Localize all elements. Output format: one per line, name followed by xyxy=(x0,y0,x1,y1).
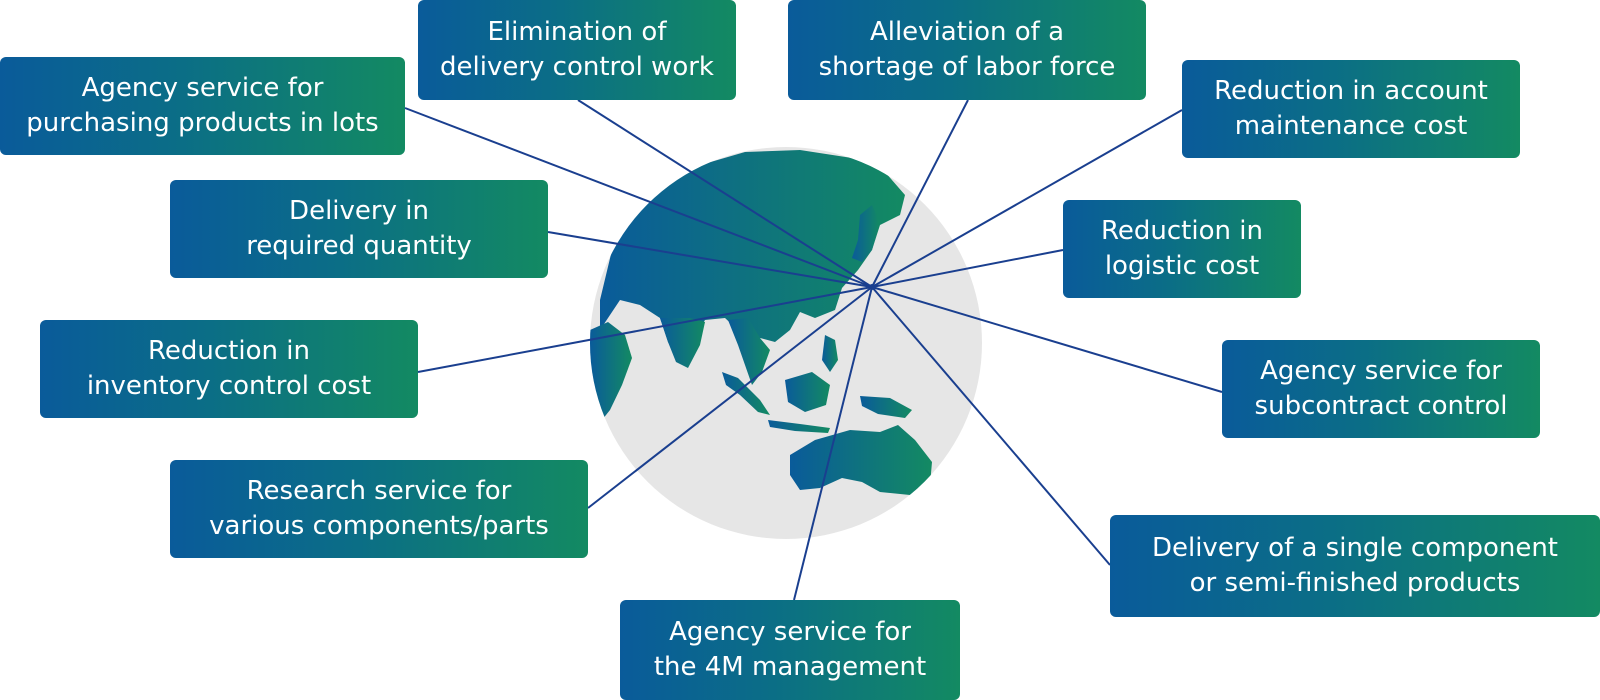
landmass-india xyxy=(660,318,705,368)
service-label-line: Reduction in account xyxy=(1214,76,1488,106)
landmass-africa xyxy=(590,322,632,425)
service-label-line: Reduction in xyxy=(1101,216,1263,246)
service-box-agency-4m-management: Agency service for the 4M management xyxy=(620,600,960,700)
service-label-line: delivery control work xyxy=(440,52,714,82)
service-label-line: logistic cost xyxy=(1104,251,1260,281)
service-label: Reduction in inventory control cost xyxy=(87,334,371,404)
service-box-delivery-single-component: Delivery of a single component or semi-fi… xyxy=(1110,515,1600,617)
connector-research-components xyxy=(587,286,873,509)
service-label: Agency service for subcontract control xyxy=(1255,354,1508,424)
service-box-reduction-account-maintenance: Reduction in account maintenance cost xyxy=(1182,60,1520,158)
landmass-new-guinea xyxy=(860,396,912,418)
service-label: Research service for various components/p… xyxy=(209,474,549,544)
hub-point xyxy=(869,284,875,290)
service-label-line: subcontract control xyxy=(1254,391,1508,421)
connector-alleviation-labor-shortage xyxy=(871,99,969,288)
service-label-line: maintenance cost xyxy=(1234,111,1468,141)
connector-reduction-logistic xyxy=(871,249,1064,288)
connector-agency-purchasing-lots xyxy=(404,107,873,288)
service-box-reduction-inventory-control: Reduction in inventory control cost xyxy=(40,320,418,418)
service-label-line: required quantity xyxy=(246,231,472,261)
service-label-line: Research service for xyxy=(246,476,512,506)
service-box-agency-subcontract-control: Agency service for subcontract control xyxy=(1222,340,1540,438)
service-label: Delivery of a single component or semi-fi… xyxy=(1152,531,1558,601)
connector-delivery-required-quantity xyxy=(547,231,873,288)
connector-agency-4m-management xyxy=(793,286,873,601)
service-label: Elimination of delivery control work xyxy=(440,15,714,85)
service-label-line: Elimination of xyxy=(487,17,667,47)
service-box-reduction-logistic: Reduction in logistic cost xyxy=(1063,200,1301,298)
connector-lines xyxy=(404,99,1223,601)
service-label-line: shortage of labor force xyxy=(818,52,1116,82)
service-box-agency-purchasing-lots: Agency service for purchasing products in… xyxy=(0,57,405,155)
landmass-borneo xyxy=(785,372,830,412)
landmass-sumatra xyxy=(722,372,770,415)
service-label: Delivery in required quantity xyxy=(246,194,472,264)
landmass-indochina xyxy=(728,318,770,385)
service-label: Agency service for the 4M management xyxy=(654,615,926,685)
service-label-line: various components/parts xyxy=(209,511,549,541)
connector-elimination-delivery-control xyxy=(577,99,873,288)
service-label-line: Reduction in xyxy=(148,336,310,366)
globe-landmass xyxy=(590,150,932,495)
service-label-line: purchasing products in lots xyxy=(26,108,379,138)
service-box-research-components: Research service for various components/p… xyxy=(170,460,588,558)
service-label: Reduction in account maintenance cost xyxy=(1214,74,1488,144)
connector-reduction-inventory-control xyxy=(417,286,873,373)
service-label-line: Agency service for xyxy=(1260,356,1502,386)
service-label-line: Delivery of a single component xyxy=(1151,533,1559,563)
service-box-delivery-required-quantity: Delivery in required quantity xyxy=(170,180,548,278)
connector-reduction-account-maintenance xyxy=(871,109,1183,288)
service-label-line: Alleviation of a xyxy=(869,17,1065,47)
connector-delivery-single-component xyxy=(871,286,1111,566)
connector-agency-subcontract-control xyxy=(871,286,1223,393)
service-label-line: Delivery in xyxy=(289,196,429,226)
landmass-asia xyxy=(600,150,905,360)
landmass-java xyxy=(768,420,830,433)
landmass-philippines xyxy=(822,335,838,372)
service-label-line: or semi-finished products xyxy=(1189,568,1521,598)
service-box-alleviation-labor-shortage: Alleviation of a shortage of labor force xyxy=(788,0,1146,100)
globe xyxy=(590,147,982,539)
service-label-line: Agency service for xyxy=(81,73,324,103)
service-label-line: Agency service for xyxy=(669,617,911,647)
service-label: Reduction in logistic cost xyxy=(1101,214,1263,284)
service-box-elimination-delivery-control: Elimination of delivery control work xyxy=(418,0,736,100)
service-label: Agency service for purchasing products in… xyxy=(26,71,378,141)
service-label-line: the 4M management xyxy=(653,652,927,682)
service-label: Alleviation of a shortage of labor force xyxy=(819,15,1116,85)
landmass-japan xyxy=(852,205,880,262)
service-label-line: inventory control cost xyxy=(86,371,372,401)
